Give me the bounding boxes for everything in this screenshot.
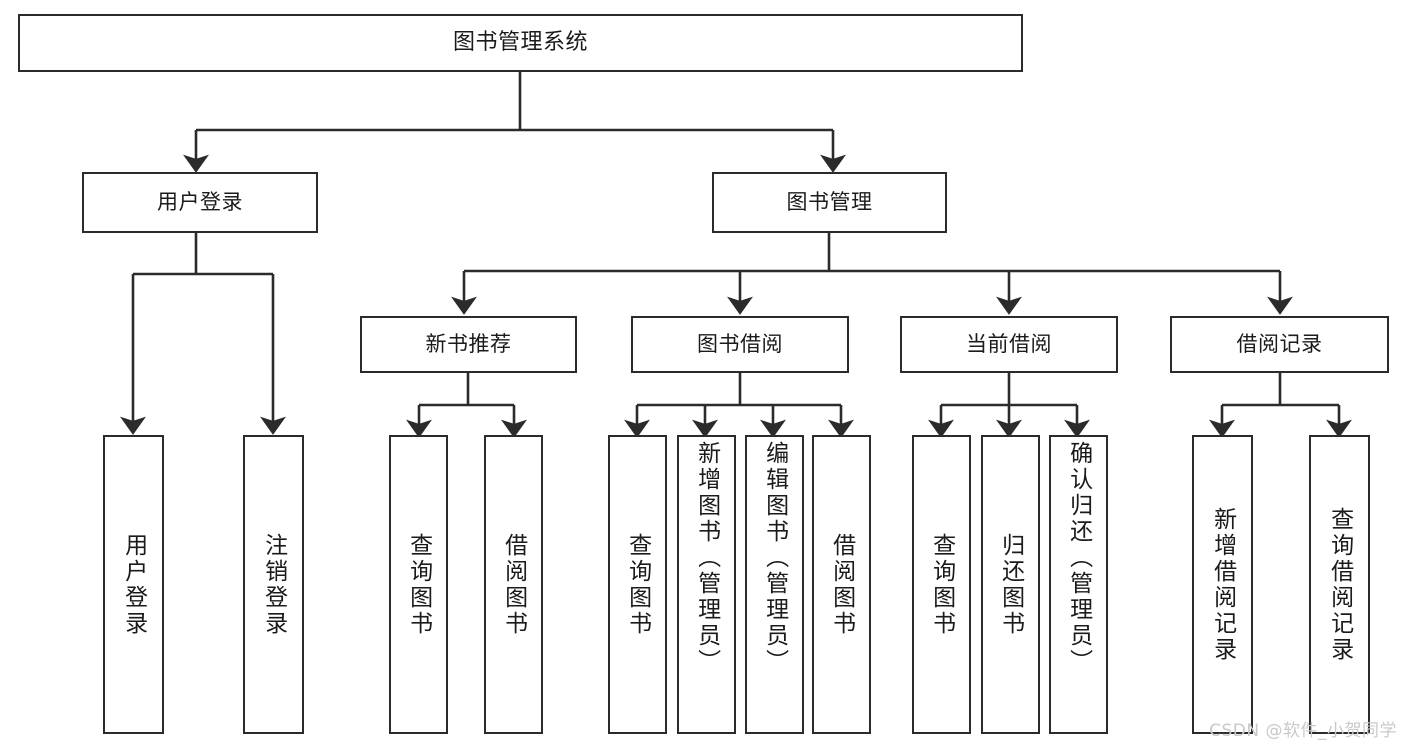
node-borrow-record-label: 借阅记录 xyxy=(1236,331,1323,356)
leaf-add-book[interactable]: 新增图书（管理员） xyxy=(677,435,736,734)
leaf-confirm-return-label: 确认归还（管理员） xyxy=(1065,441,1092,675)
leaf-edit-book[interactable]: 编辑图书（管理员） xyxy=(745,435,804,734)
node-user-login[interactable]: 用户登录 xyxy=(82,172,318,233)
node-book-manage[interactable]: 图书管理 xyxy=(712,172,947,233)
leaf-add-borrow-record-label: 新增借阅记录 xyxy=(1209,506,1236,663)
leaf-user-login-label: 用户登录 xyxy=(120,532,147,637)
node-current-borrow[interactable]: 当前借阅 xyxy=(900,316,1118,373)
leaf-borrow-book[interactable]: 借阅图书 xyxy=(812,435,871,734)
leaf-return-book[interactable]: 归还图书 xyxy=(981,435,1040,734)
node-book-borrow-label: 图书借阅 xyxy=(697,331,783,356)
leaf-query-book-recommend-label: 查询图书 xyxy=(405,532,432,637)
leaf-query-borrow-record[interactable]: 查询借阅记录 xyxy=(1309,435,1370,734)
node-book-manage-label: 图书管理 xyxy=(786,189,873,214)
leaf-add-book-label: 新增图书（管理员） xyxy=(693,441,720,675)
leaf-return-book-label: 归还图书 xyxy=(997,532,1024,637)
leaf-borrow-book-recommend-label: 借阅图书 xyxy=(500,532,527,637)
leaf-edit-book-label: 编辑图书（管理员） xyxy=(761,441,788,675)
node-root-system[interactable]: 图书管理系统 xyxy=(18,14,1023,72)
csdn-watermark: CSDN @软件_小贺同学 xyxy=(1209,721,1397,741)
leaf-borrow-book-recommend[interactable]: 借阅图书 xyxy=(484,435,543,734)
leaf-query-book-current-label: 查询图书 xyxy=(928,532,955,637)
leaf-query-book-borrow[interactable]: 查询图书 xyxy=(608,435,667,734)
leaf-borrow-book-label: 借阅图书 xyxy=(828,532,855,637)
node-current-borrow-label: 当前借阅 xyxy=(966,331,1052,356)
node-borrow-record[interactable]: 借阅记录 xyxy=(1170,316,1389,373)
node-user-login-label: 用户登录 xyxy=(157,189,243,214)
leaf-query-book-recommend[interactable]: 查询图书 xyxy=(389,435,448,734)
leaf-confirm-return[interactable]: 确认归还（管理员） xyxy=(1049,435,1108,734)
leaf-user-logout[interactable]: 注销登录 xyxy=(243,435,304,734)
leaf-add-borrow-record[interactable]: 新增借阅记录 xyxy=(1192,435,1253,734)
node-root-system-label: 图书管理系统 xyxy=(452,29,588,55)
leaf-query-book-borrow-label: 查询图书 xyxy=(624,532,651,637)
leaf-user-login[interactable]: 用户登录 xyxy=(103,435,164,734)
leaf-query-borrow-record-label: 查询借阅记录 xyxy=(1326,506,1353,663)
node-new-book-recommend[interactable]: 新书推荐 xyxy=(360,316,577,373)
node-new-book-recommend-label: 新书推荐 xyxy=(425,331,512,356)
leaf-user-logout-label: 注销登录 xyxy=(260,532,287,637)
node-book-borrow[interactable]: 图书借阅 xyxy=(631,316,849,373)
leaf-query-book-current[interactable]: 查询图书 xyxy=(912,435,971,734)
